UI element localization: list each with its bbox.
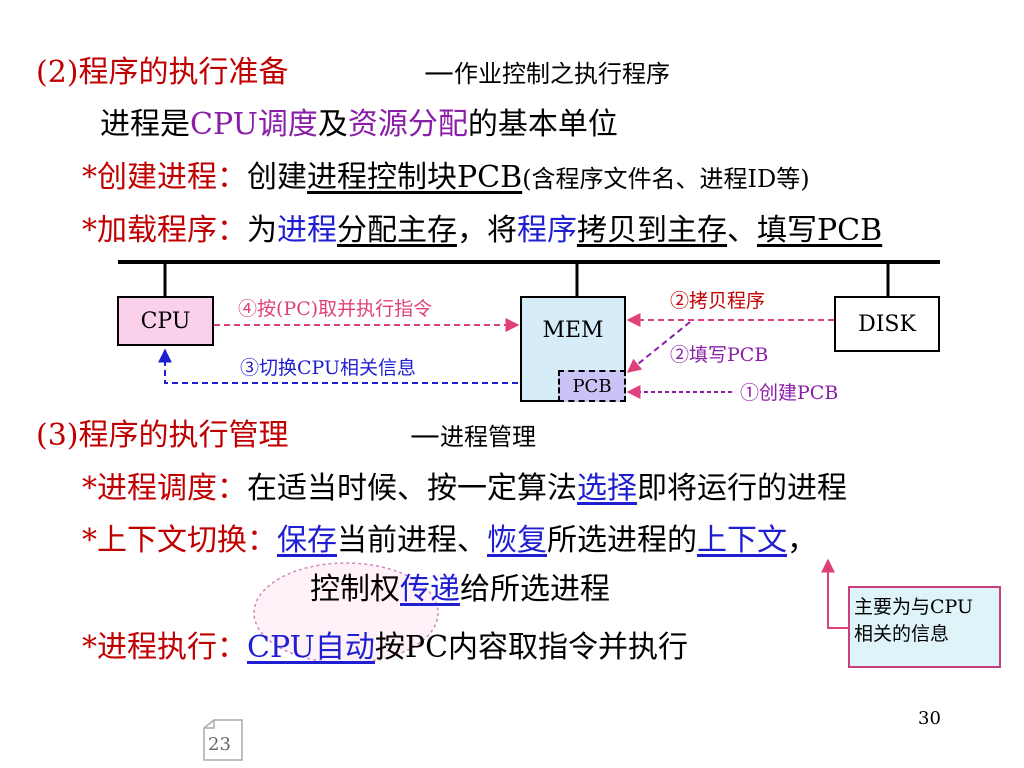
- label-fill: ②填写PCB: [670, 344, 769, 366]
- slide-number-icon[interactable]: 23: [198, 718, 246, 762]
- section3-heading: (3)程序的执行管理: [36, 418, 289, 453]
- section2-subtitle: —作业控制之执行程序: [424, 55, 670, 90]
- cpu-box: CPU: [117, 296, 214, 346]
- pcb-box: PCB: [558, 370, 626, 402]
- section3-line1: *进程调度：在适当时候、按一定算法选择即将运行的进程: [82, 471, 847, 506]
- label-fetch: ④按(PC)取并执行指令: [238, 298, 433, 320]
- section2-line3: *加载程序：为进程分配主存，将程序拷贝到主存、填写PCB: [82, 213, 883, 248]
- section3-line3: 控制权传递给所选进程: [310, 572, 610, 607]
- section3-line2: *上下文切换：保存当前进程、恢复所选进程的上下文，: [82, 523, 817, 558]
- section2-line2: *创建进程：创建进程控制块PCB(含程序文件名、进程ID等): [82, 160, 810, 195]
- arrow-note: [821, 558, 848, 629]
- label-create: ①创建PCB: [740, 382, 839, 404]
- section3-line4: *进程执行：CPU自动按PC内容取指令并执行: [82, 630, 689, 665]
- label-copy: ②拷贝程序: [670, 290, 766, 312]
- section3-subtitle: —进程管理: [410, 418, 536, 453]
- page-number: 30: [918, 708, 941, 729]
- highlight-ellipse: [253, 562, 439, 664]
- cpu-info-note: 主要为与CPU 相关的信息: [848, 586, 1001, 668]
- note-line-1: 主要为与CPU: [854, 596, 974, 618]
- disk-box: DISK: [834, 296, 940, 352]
- note-line-2: 相关的信息: [854, 623, 950, 645]
- label-switch: ③切换CPU相关信息: [240, 357, 417, 379]
- section2-line1: 进程是CPU调度及资源分配的基本单位: [100, 107, 618, 142]
- page-outline-icon: [203, 719, 243, 761]
- arrow-fill: [626, 321, 691, 373]
- arrow-switch: [158, 348, 558, 384]
- slide-icon-number: 23: [208, 734, 231, 755]
- section2-heading: (2)程序的执行准备: [36, 55, 289, 90]
